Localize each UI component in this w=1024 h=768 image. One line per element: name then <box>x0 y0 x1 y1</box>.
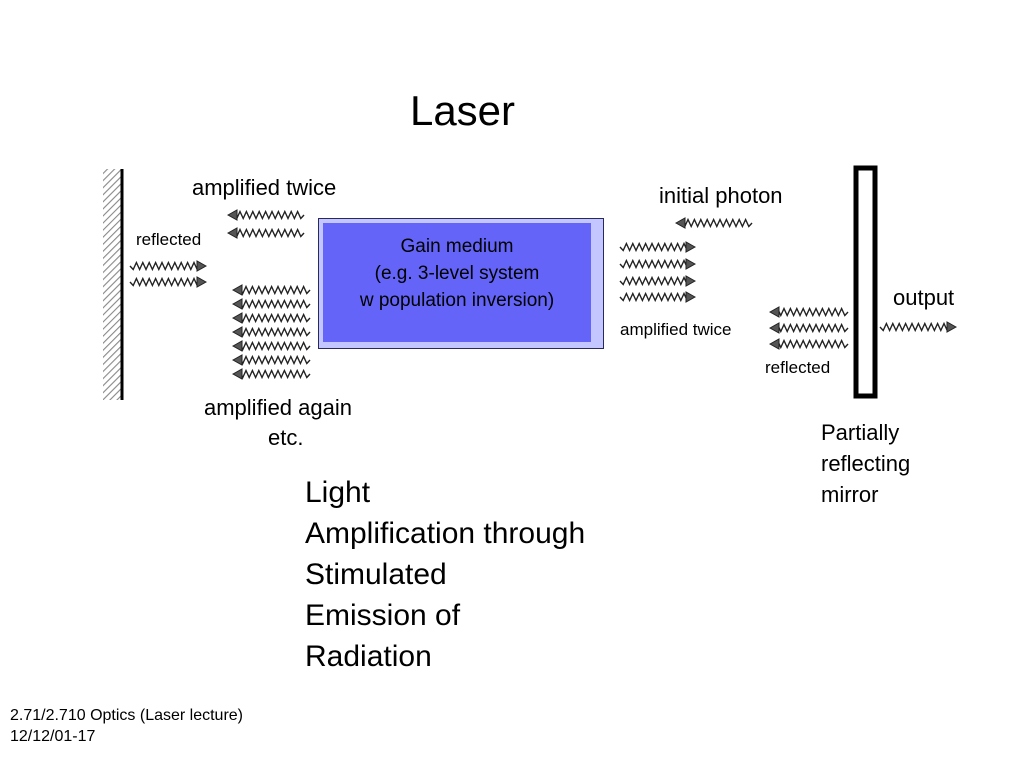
photon-wave-icon <box>619 275 697 287</box>
photon-wave-icon <box>231 340 311 352</box>
label-reflected-left: reflected <box>136 230 202 249</box>
photon-wave-icon <box>226 209 305 221</box>
footer-course: 2.71/2.710 Optics (Laser lecture) <box>10 707 244 724</box>
photon-wave-icon <box>231 312 311 324</box>
photon-wave-icon <box>768 322 849 334</box>
acronym-line: Light <box>305 476 371 509</box>
photon-wave-icon <box>619 291 697 303</box>
photon-wave-icon <box>231 298 311 310</box>
label-amplified-twice-left: amplified twice <box>192 175 337 200</box>
label-etc: etc. <box>268 425 304 450</box>
photon-wave-icon <box>674 217 753 229</box>
label-initial-photon: initial photon <box>659 183 783 208</box>
photon-wave-icon <box>129 260 208 272</box>
photon-wave-icon <box>619 241 697 253</box>
label-amplified-again: amplified again <box>204 395 352 420</box>
label-amplified-twice-right: amplified twice <box>620 320 732 339</box>
acronym-line: Amplification through <box>305 517 586 550</box>
acronym-line: Stimulated <box>305 558 447 591</box>
photon-wave-icon <box>768 338 849 350</box>
label-partial-mirror: Partially reflecting mirror <box>821 417 910 510</box>
gain-medium-inner: Gain medium (e.g. 3-level system w popul… <box>323 223 591 342</box>
photon-wave-icon <box>129 276 208 288</box>
photon-wave-icon <box>879 321 958 333</box>
slide-title: Laser <box>409 87 516 134</box>
footer-date: 12/12/01-17 <box>10 728 96 745</box>
gain-medium-box: Gain medium (e.g. 3-level system w popul… <box>318 218 604 349</box>
partial-mirror-icon <box>853 165 878 399</box>
label-output: output <box>893 285 955 310</box>
acronym-line: Radiation <box>305 640 432 673</box>
photon-wave-icon <box>231 326 311 338</box>
gain-medium-line: w population inversion) <box>359 290 555 311</box>
partial-mirror-line: reflecting <box>821 451 911 476</box>
gain-medium-line: Gain medium <box>400 236 514 257</box>
photon-wave-icon <box>619 258 697 270</box>
laser-acronym: Light Amplification through Stimulated E… <box>305 472 585 677</box>
partial-mirror-line: Partially <box>821 420 900 445</box>
footer: 2.71/2.710 Optics (Laser lecture) 12/12/… <box>10 705 243 747</box>
acronym-line: Emission of <box>305 599 461 632</box>
back-mirror-icon <box>103 169 124 400</box>
partial-mirror-line: mirror <box>821 482 879 507</box>
photon-wave-icon <box>768 306 849 318</box>
photon-wave-icon <box>226 227 305 239</box>
gain-medium-line: (e.g. 3-level system <box>374 263 540 284</box>
photon-wave-icon <box>231 368 311 380</box>
label-reflected-right: reflected <box>765 358 831 377</box>
photon-wave-icon <box>231 284 311 296</box>
photon-wave-icon <box>231 354 311 366</box>
